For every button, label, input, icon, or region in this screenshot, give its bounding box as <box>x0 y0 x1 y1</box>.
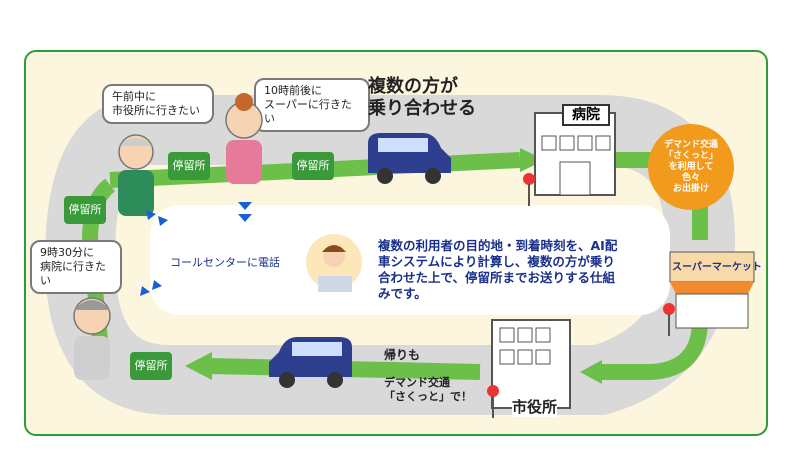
badge-line: デマンド交通 <box>663 139 718 150</box>
bubble-text: 9時30分に <box>40 246 94 259</box>
city-hall-sign: 市役所 <box>512 396 558 417</box>
supermarket-sign: スーパーマーケット <box>672 262 762 273</box>
shared-ride-callout: 複数の方が 乗り合わせる <box>368 76 476 120</box>
bubble-city-hall: 午前中に 市役所に行きたい <box>102 84 214 124</box>
system-description: 複数の利用者の目的地・到着時刻を、AI配 車システムにより計算し、複数の方が乗り… <box>378 238 640 302</box>
callout-line: 複数の方が <box>368 76 458 97</box>
badge-line: 「さくっと」 <box>663 150 718 161</box>
demand-transit-badge: デマンド交通 「さくっと」 を利用して 色々 お出掛け <box>648 124 734 210</box>
person-elderly-man-icon <box>118 134 154 216</box>
bubble-supermarket: 10時前後に スーパーに行きたい <box>254 78 370 132</box>
bus-stop-icon <box>523 173 535 206</box>
description-line: 合わせた上で、停留所までお送りする仕組 <box>378 270 616 285</box>
person-woman-icon <box>225 93 263 184</box>
operator-icon <box>306 234 362 292</box>
badge-line: お出掛け <box>672 183 709 194</box>
phone-signal-icon <box>146 210 168 226</box>
badge-line: を利用して <box>668 161 714 172</box>
demand-line: デマンド交通 <box>384 376 450 389</box>
description-line: みです。 <box>378 286 427 301</box>
bubble-text: スーパーに行きたい <box>264 98 352 125</box>
bus-stop-icon <box>487 385 499 418</box>
stop-label: 停留所 <box>130 352 172 380</box>
call-center-label: コールセンターに電話 <box>170 256 280 269</box>
bubble-text: 病院に行きたい <box>40 260 106 287</box>
return-trip-label: 帰りも <box>384 348 421 362</box>
person-elderly-woman-icon <box>73 297 111 380</box>
bubble-text: 午前中に <box>112 90 156 103</box>
demand-transit-label: デマンド交通 「さくっと」で！ <box>384 376 472 404</box>
phone-signal-icon <box>238 202 252 222</box>
van-bottom-icon <box>269 337 352 388</box>
hospital-sign: 病院 <box>562 104 610 126</box>
description-line: 車システムにより計算し、複数の方が乗り <box>378 254 615 269</box>
demand-line: 「さくっと」で！ <box>384 390 472 403</box>
van-top-icon <box>368 133 451 184</box>
description-line: 複数の利用者の目的地・到着時刻を、AI配 <box>378 238 618 253</box>
stop-label: 停留所 <box>64 196 106 224</box>
bus-stop-icon <box>663 303 675 336</box>
phone-signal-icon <box>140 280 162 296</box>
badge-line: 色々 <box>681 172 700 183</box>
callout-line: 乗り合わせる <box>368 98 476 119</box>
bubble-hospital: 9時30分に 病院に行きたい <box>30 240 122 294</box>
stop-label: 停留所 <box>292 152 334 180</box>
city-hall-building-icon <box>491 319 571 409</box>
bubble-text: 市役所に行きたい <box>112 104 200 117</box>
bubble-text: 10時前後に <box>264 84 322 97</box>
stop-label: 停留所 <box>168 152 210 180</box>
supermarket-building-icon <box>669 251 755 329</box>
